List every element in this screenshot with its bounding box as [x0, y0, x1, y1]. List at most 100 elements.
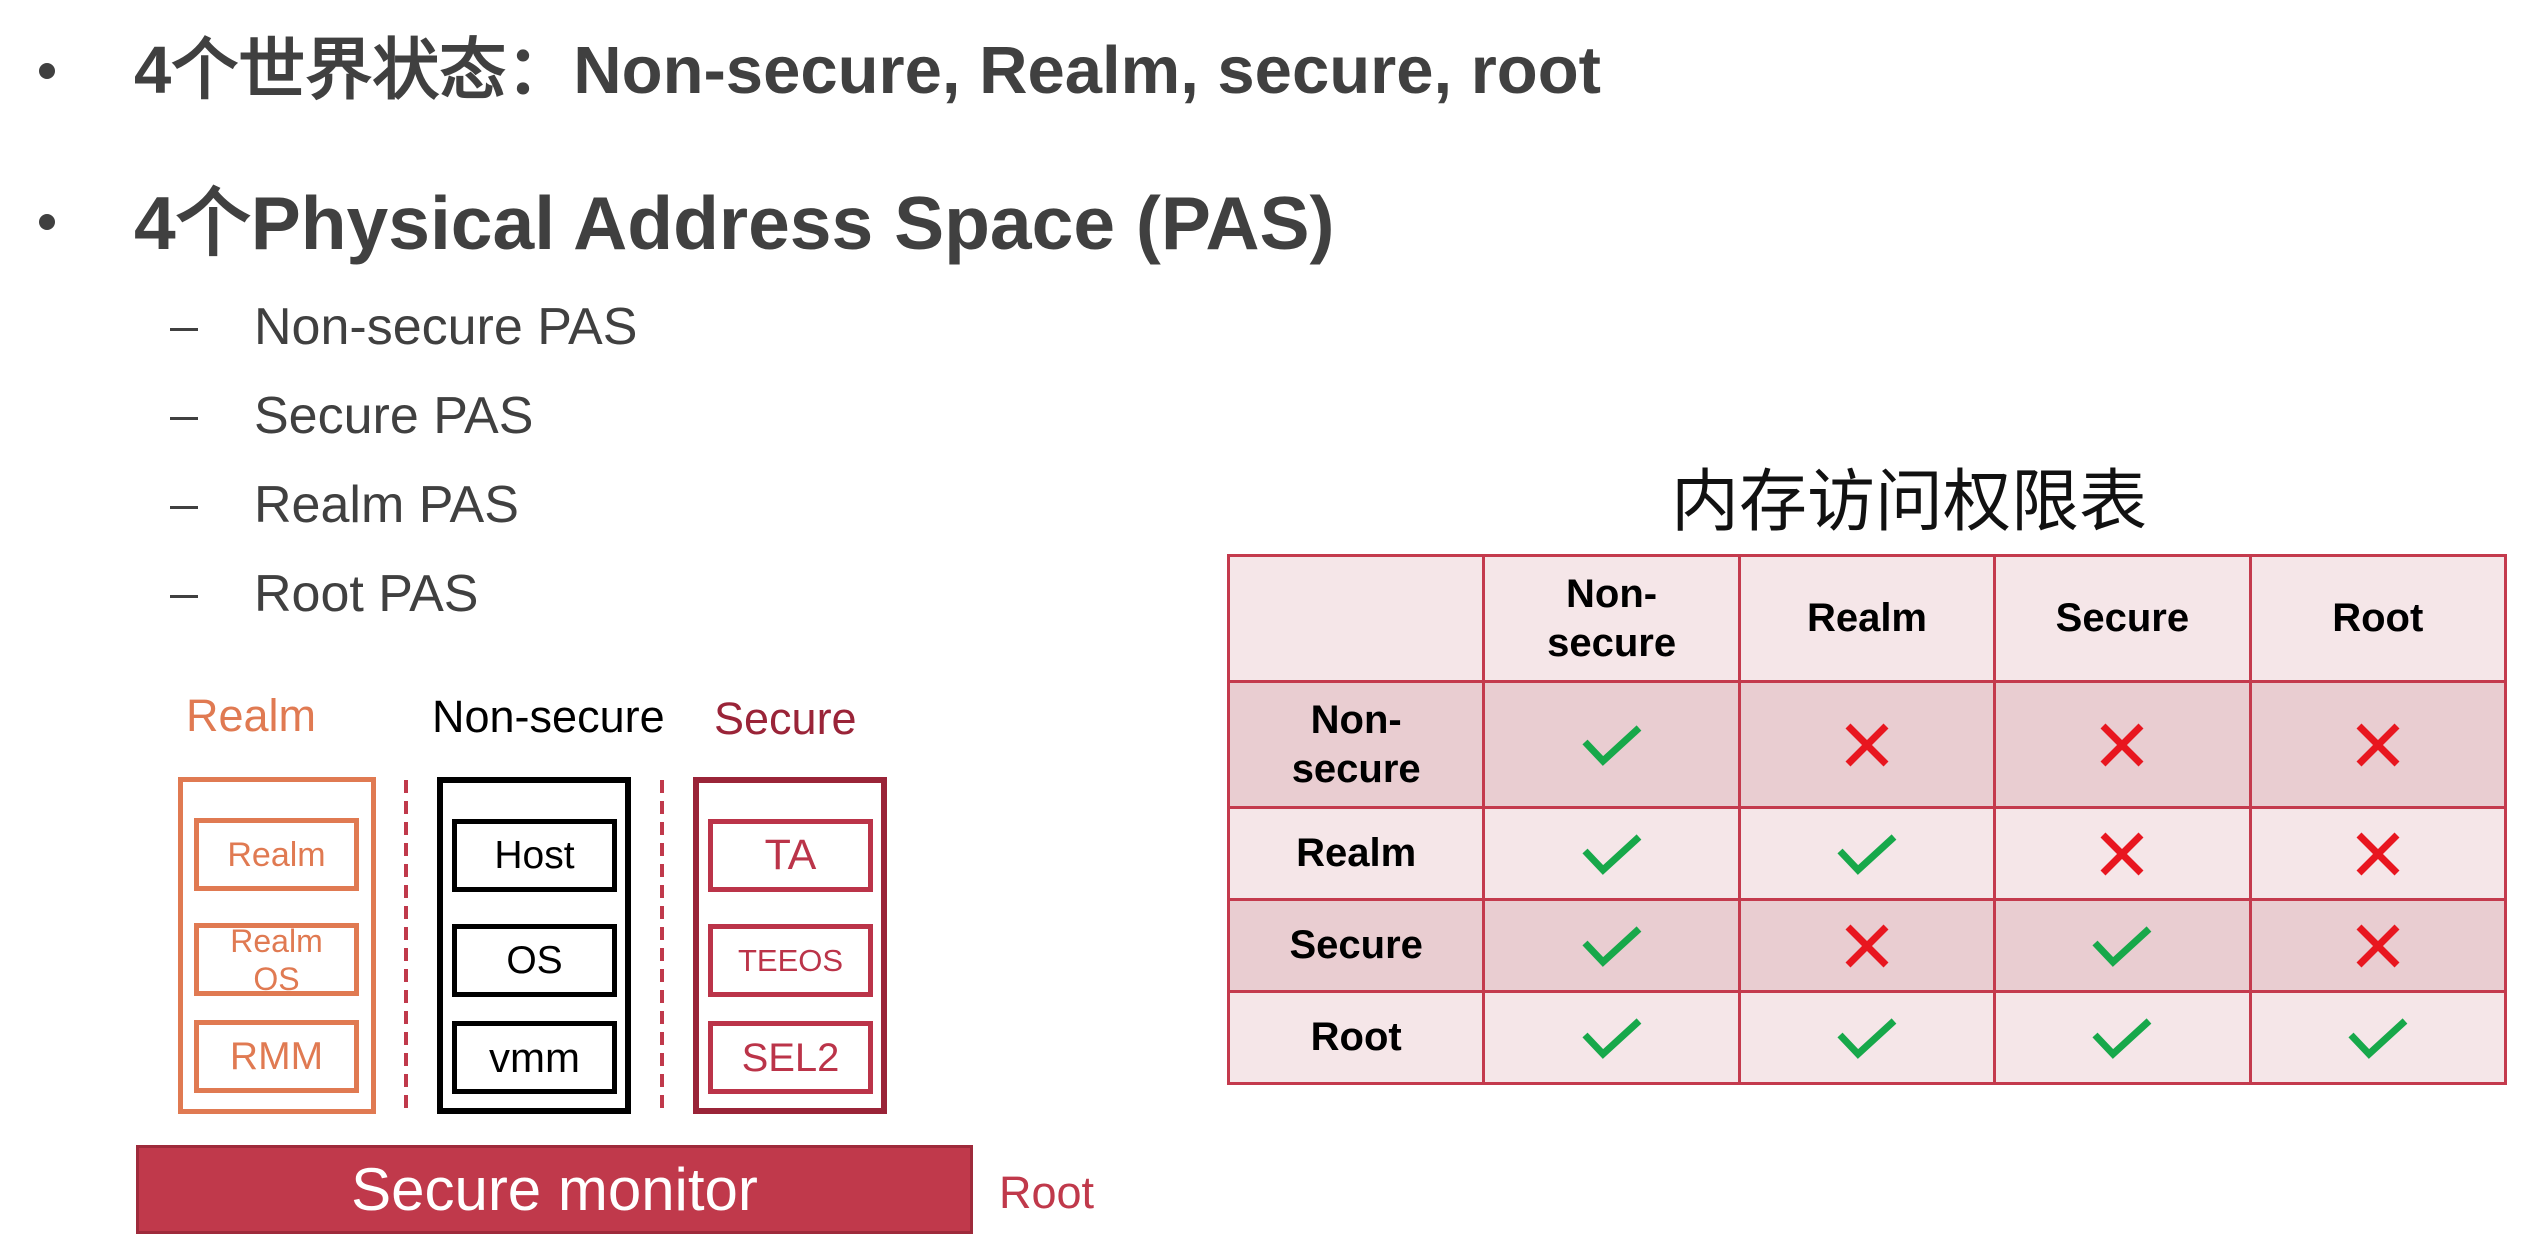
cross-icon	[1845, 723, 1889, 766]
row-header-non-secure: Non-secure	[1226, 680, 1486, 809]
column-header-label: Non-secure	[1547, 571, 1677, 665]
table-title: 内存访问权限表	[1671, 464, 2148, 540]
cross-icon	[2356, 723, 2400, 766]
dash-marker	[170, 328, 198, 331]
sub-item-label: Realm PAS	[254, 476, 519, 534]
component-box: Realm OS	[194, 922, 359, 997]
column-header-label: Root	[2332, 596, 2424, 640]
world-label-non-secure: Non-secure	[432, 691, 665, 742]
access-cell	[1482, 898, 1741, 993]
secure-world-box: TA TEEOS SEL2	[693, 777, 887, 1114]
column-header-root: Root	[2248, 554, 2508, 683]
column-header-label: Realm	[1806, 596, 1927, 640]
cross-icon	[2356, 832, 2400, 875]
corner-cell	[1226, 554, 1486, 683]
sub-item-non-secure-pas: Non-secure PAS	[170, 292, 870, 362]
access-cell	[2248, 898, 2508, 993]
component-label: Realm OS	[230, 922, 323, 997]
sub-item-secure-pas: Secure PAS	[170, 381, 870, 451]
access-cell	[2248, 680, 2508, 809]
column-header-non-secure: Non-secure	[1482, 554, 1741, 683]
row-header-root: Root	[1226, 990, 1486, 1085]
table-row-secure: Secure	[1226, 898, 2508, 993]
access-cell	[1993, 898, 2252, 993]
check-icon	[1837, 1017, 1897, 1059]
cross-icon	[1845, 924, 1889, 967]
sub-item-label: Root PAS	[254, 565, 479, 623]
column-header-secure: Secure	[1993, 554, 2252, 683]
access-cell	[1737, 990, 1997, 1085]
component-box: vmm	[452, 1021, 617, 1094]
check-icon	[1582, 925, 1641, 967]
world-divider	[660, 780, 664, 1114]
component-label: Realm	[227, 835, 326, 874]
component-box: TA	[708, 819, 873, 892]
column-header-label: Secure	[2055, 596, 2190, 640]
world-divider	[404, 780, 408, 1114]
table-row-non-secure: Non-secure	[1226, 680, 2508, 809]
row-header-realm: Realm	[1226, 806, 1486, 901]
sub-item-root-pas: Root PAS	[170, 559, 870, 629]
check-icon	[2092, 925, 2152, 967]
row-header-label: Realm	[1296, 831, 1417, 875]
check-icon	[2092, 1017, 2152, 1059]
dash-marker	[170, 417, 198, 420]
bullet-pas: 4个Physical Address Space (PAS)	[134, 181, 1335, 265]
access-cell	[1737, 680, 1997, 809]
access-cell	[1993, 806, 2252, 901]
component-box: RMM	[194, 1020, 359, 1093]
table-row-realm: Realm	[1226, 806, 2508, 901]
sub-item-label: Non-secure PAS	[254, 298, 638, 356]
non-secure-world-box: Host OS vmm	[437, 777, 631, 1114]
sub-item-label: Secure PAS	[254, 387, 534, 445]
component-label: Host	[494, 834, 575, 877]
access-cell	[1482, 806, 1741, 901]
column-header-realm: Realm	[1737, 554, 1997, 683]
access-cell	[1737, 806, 1997, 901]
dash-marker	[170, 506, 198, 509]
component-label: vmm	[489, 1033, 580, 1081]
root-level-label: Root	[999, 1167, 1095, 1218]
row-header-label: Root	[1310, 1015, 1402, 1059]
check-icon	[1582, 1017, 1641, 1059]
dash-marker	[170, 595, 198, 598]
row-header-label: Non-secure	[1291, 697, 1421, 791]
access-cell	[1737, 898, 1997, 993]
world-label-realm: Realm	[186, 690, 317, 741]
access-cell	[2248, 806, 2508, 901]
secure-monitor-bar: Secure monitor	[136, 1145, 973, 1234]
permissions-table: Non-secure Realm Secure Root Non-secure …	[1226, 554, 2508, 1085]
component-label: TEEOS	[737, 943, 844, 978]
access-cell	[1993, 680, 2252, 809]
check-icon	[1837, 833, 1897, 875]
realm-world-box: Realm Realm OS RMM	[178, 777, 376, 1114]
row-header-secure: Secure	[1226, 898, 1486, 993]
component-box: TEEOS	[708, 924, 873, 997]
cross-icon	[2100, 723, 2144, 766]
component-label: OS	[506, 939, 563, 982]
world-label-secure: Secure	[714, 693, 857, 744]
component-label: SEL2	[741, 1035, 840, 1080]
cross-icon	[2356, 924, 2400, 967]
check-icon	[1582, 833, 1641, 875]
component-box: OS	[452, 924, 617, 997]
table-row-root: Root	[1226, 990, 2508, 1085]
cross-icon	[2100, 832, 2144, 875]
access-cell	[1482, 680, 1741, 809]
sub-item-realm-pas: Realm PAS	[170, 470, 870, 540]
component-box: Realm	[194, 818, 359, 891]
check-icon	[1582, 724, 1641, 766]
access-cell	[1993, 990, 2252, 1085]
bullet-marker	[39, 214, 55, 230]
access-cell	[1482, 990, 1741, 1085]
bullet-world-states: 4个世界状态：Non-secure, Realm, secure, root	[134, 33, 1601, 108]
bullet-marker	[39, 63, 55, 79]
component-label: TA	[764, 831, 817, 879]
access-cell	[2248, 990, 2508, 1085]
component-label: RMM	[229, 1035, 324, 1078]
check-icon	[2348, 1017, 2408, 1059]
table-header-row: Non-secure Realm Secure Root	[1226, 554, 2508, 683]
component-box: Host	[452, 819, 617, 892]
component-box: SEL2	[708, 1021, 873, 1094]
row-header-label: Secure	[1289, 923, 1423, 967]
